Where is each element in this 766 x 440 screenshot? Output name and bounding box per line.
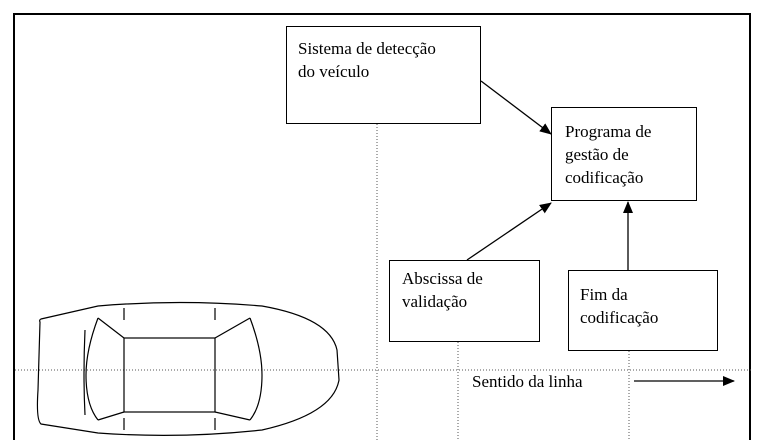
validation-abscissa-box: Abscissa de validação	[389, 260, 540, 342]
validation-abscissa-line-2: validação	[402, 292, 468, 311]
coding-end-box: Fim da codificação	[568, 270, 718, 351]
arrow-abscissa-to-program	[466, 202, 552, 261]
car-top-view	[36, 301, 340, 436]
validation-abscissa-line-1: Abscissa de	[402, 269, 483, 288]
coding-program-line-2: gestão de	[565, 145, 629, 164]
detection-system-box: Sistema de detecção do veículo	[286, 26, 481, 124]
coding-program-line-3: codificação	[565, 168, 644, 187]
coding-end-line-2: codificação	[580, 308, 659, 327]
direction-label: Sentido da linha	[472, 372, 583, 391]
detection-system-line-1: Sistema de detecção	[298, 39, 436, 58]
coding-program-box: Programa de gestão de codificação	[551, 107, 697, 201]
coding-end-line-1: Fim da	[580, 285, 628, 304]
diagram-frame	[13, 13, 751, 440]
arrow-detection-to-program	[480, 80, 552, 135]
coding-program-line-1: Programa de	[565, 122, 652, 141]
detection-system-line-2: do veículo	[298, 62, 370, 81]
